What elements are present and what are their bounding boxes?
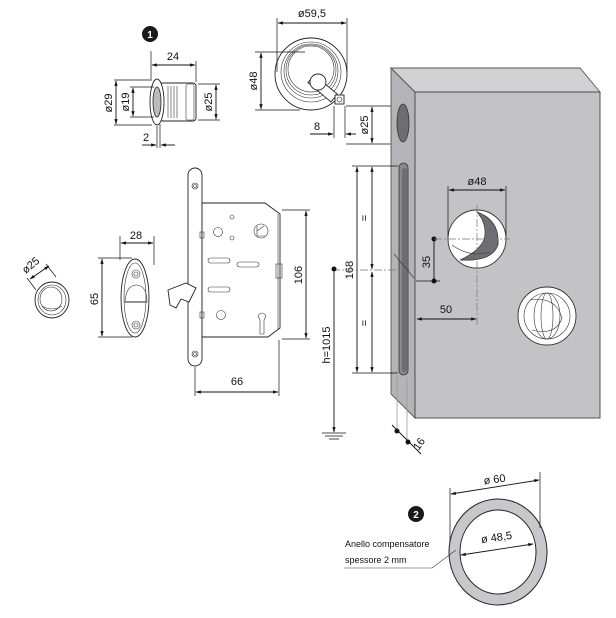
dim-backset-50: 50: [440, 304, 452, 316]
dim-lock-depth-66: 66: [231, 376, 243, 388]
dim-ring-outer-60: ø 60: [483, 473, 506, 488]
dim-bolt-dia-25: ø25: [359, 116, 371, 135]
badge-2: 2: [408, 506, 424, 522]
dim-lock-height-106: 106: [293, 266, 305, 284]
handle-insert-part: [149, 78, 197, 126]
rosette-dimensions: ø59,5 ø48 8 ø25: [248, 8, 398, 145]
ring-note-line2: spessore 2 mm: [345, 555, 407, 565]
dim-flange-2: 2: [143, 132, 149, 144]
dim-offset-35: 35: [421, 256, 433, 268]
dim-outer-dia-29: ø29: [103, 94, 115, 113]
badge-2-label: 2: [413, 510, 419, 521]
badge-1-label: 1: [147, 30, 153, 41]
strike-plate-dimensions: 28 65: [89, 230, 155, 338]
compensator-ring-part: [448, 498, 548, 606]
dim-rosette-outer-59-5: ø59,5: [298, 8, 326, 20]
dim-equal-top: =: [359, 215, 371, 221]
dim-strike-height-65: 65: [89, 293, 101, 305]
strike-plate-part: [120, 258, 150, 338]
dim-equal-bottom: =: [359, 320, 371, 326]
badge-1: 1: [142, 26, 158, 42]
door-dimensions: 168 = = h=1015 35 ø48 50 16: [321, 165, 510, 455]
door-block: [389, 66, 601, 420]
ring-note-line1: Anello compensatore: [345, 539, 430, 549]
lock-body-part: [167, 167, 283, 367]
dim-ring-inner-48-5: ø 48,5: [480, 530, 513, 546]
handle-insert-dimensions: 24 ø29 ø19 ø25 2: [103, 51, 220, 148]
rosette-part: [274, 37, 348, 111]
dim-rosette-inner-48: ø48: [248, 72, 260, 91]
dim-thickness-16: 16: [411, 436, 428, 453]
dim-hole-48: ø48: [468, 176, 487, 188]
dim-body-dia-25: ø25: [203, 93, 215, 112]
lock-body-dimensions: 106 66: [194, 209, 310, 396]
ring-dimensions: ø 60 ø 48,5 Anello compensatore spessore…: [344, 472, 541, 569]
dim-spindle-8: 8: [314, 121, 320, 133]
strike-cup-part: [34, 281, 70, 319]
dim-length-24: 24: [167, 51, 179, 63]
dim-strike-width-28: 28: [130, 230, 142, 242]
dim-inner-dia-19: ø19: [120, 93, 132, 112]
dim-height-1015: h=1015: [321, 326, 333, 363]
